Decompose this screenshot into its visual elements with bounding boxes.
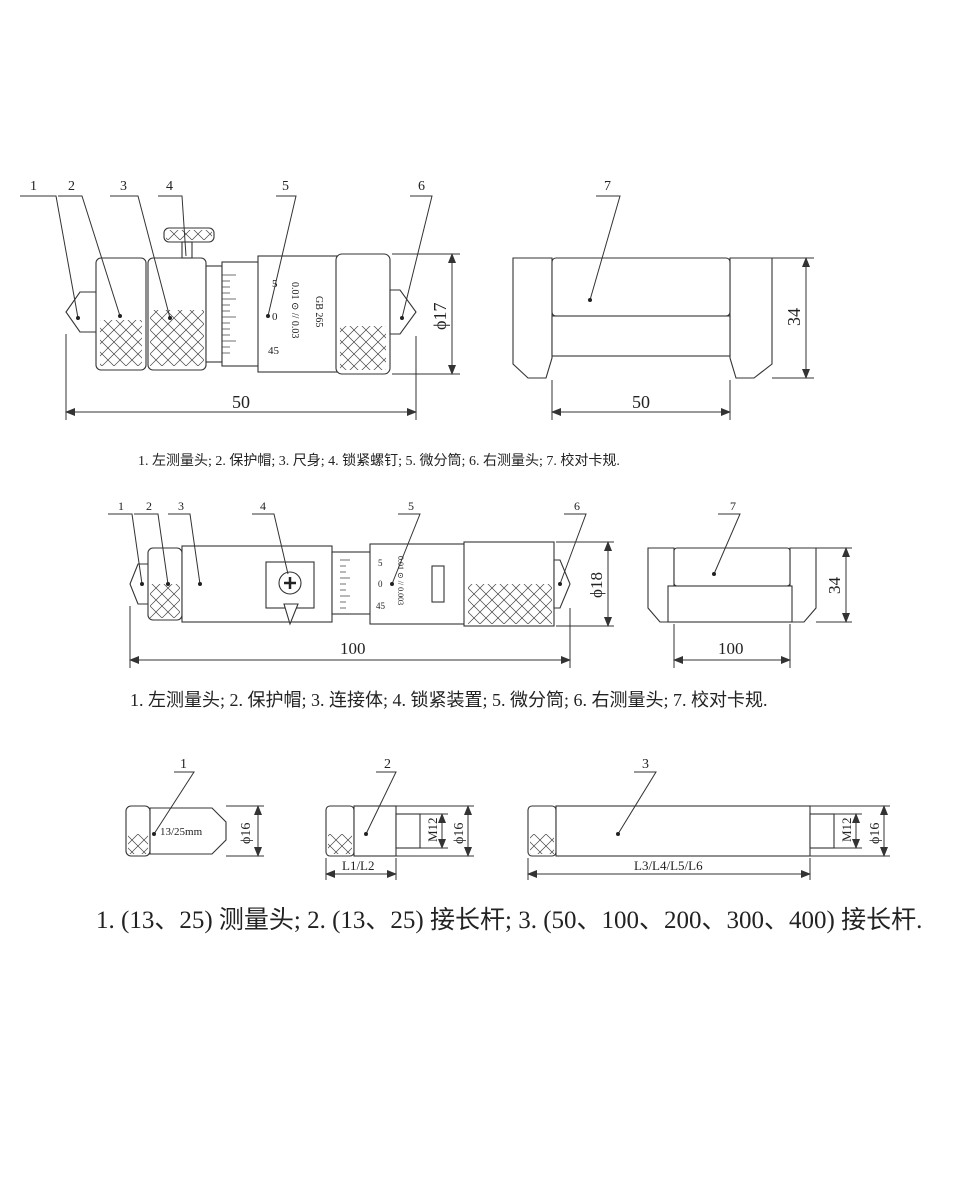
callout-5: 5 [282,179,289,194]
callout-6: 6 [418,179,425,194]
svg-text:ϕ16: ϕ16 [452,823,467,844]
scale-marks-2: 5 0 45 0.01 ⊙ // 0.003 [376,556,405,611]
caption-section-2: 1. 左测量头; 2. 保护帽; 3. 连接体; 4. 锁紧装置; 5. 微分筒… [130,690,768,710]
head-size-label: 13/25mm [160,826,203,838]
dimensions-3 [226,805,890,880]
svg-text:ϕ16: ϕ16 [239,823,254,844]
micrometer-100 [129,541,571,627]
svg-text:3: 3 [178,499,184,513]
callout-dots-3 [152,832,620,836]
diameter-dim: ϕ17 [430,303,450,330]
gauge-length-dim-2: 100 [718,639,744,658]
svg-text:0: 0 [378,579,383,589]
svg-text:45: 45 [268,345,280,357]
gauge-height-dim-2: 34 [825,577,844,595]
svg-text:0: 0 [272,311,278,323]
callout-numbers-2: 1 2 3 4 5 6 7 [118,499,736,513]
scale-marks-1: 5 0 45 0.01 ⊙ // 0.03 GB 265 [268,278,324,357]
diameter-dim-2: ϕ18 [587,572,606,598]
callout-2: 2 [68,179,75,194]
svg-text:0.01 ⊙ // 0.003: 0.01 ⊙ // 0.003 [396,556,405,605]
svg-text:45: 45 [376,601,386,611]
callout-leaders-3 [153,771,657,835]
callout-numbers-3: 1 2 3 [180,757,649,772]
thimble-text: 0.01 ⊙ // 0.03 [289,282,300,338]
svg-text:1: 1 [180,757,187,772]
callout-numbers-1: 1 2 3 4 5 6 7 [30,179,611,194]
svg-text:ϕ16: ϕ16 [868,823,883,844]
gauge-length-dim: 50 [632,392,650,412]
svg-text:1: 1 [118,499,124,513]
svg-text:6: 6 [574,499,580,513]
callout-leaders-1 [20,195,621,319]
thimble-gb: GB 265 [313,296,324,327]
caption-section-1: 1. 左测量头; 2. 保护帽; 3. 尺身; 4. 锁紧螺钉; 5. 微分筒;… [138,454,620,469]
callout-dots-1 [76,298,592,320]
svg-text:2: 2 [146,499,152,513]
dimensions-2 [129,541,852,668]
callout-1: 1 [30,179,37,194]
svg-text:2: 2 [384,757,391,772]
micrometer-50 [65,227,417,375]
extension-parts [125,805,835,857]
length-dim-2: 100 [340,639,366,658]
caption-section-3: 1. (13、25) 测量头; 2. (13、25) 接长杆; 3. (50、1… [96,907,923,934]
gauge-height-dim: 34 [784,308,804,326]
svg-text:L3/L4/L5/L6: L3/L4/L5/L6 [634,858,703,873]
dimensions-1 [65,253,814,420]
length-dim: 50 [232,392,250,412]
svg-text:M12: M12 [839,817,854,842]
svg-text:L1/L2: L1/L2 [342,858,375,873]
callout-7: 7 [604,179,611,194]
setting-gauge-34-b [647,547,817,623]
callout-leaders-2 [108,513,741,585]
svg-text:5: 5 [408,499,414,513]
callout-3: 3 [120,179,127,194]
svg-text:5: 5 [272,278,278,290]
callout-4: 4 [166,179,173,194]
svg-text:5: 5 [378,558,383,568]
setting-gauge-34 [512,257,773,379]
svg-text:3: 3 [642,757,649,772]
callout-dots-2 [140,572,716,586]
svg-text:4: 4 [260,499,266,513]
svg-text:M12: M12 [425,817,440,842]
svg-text:7: 7 [730,499,736,513]
